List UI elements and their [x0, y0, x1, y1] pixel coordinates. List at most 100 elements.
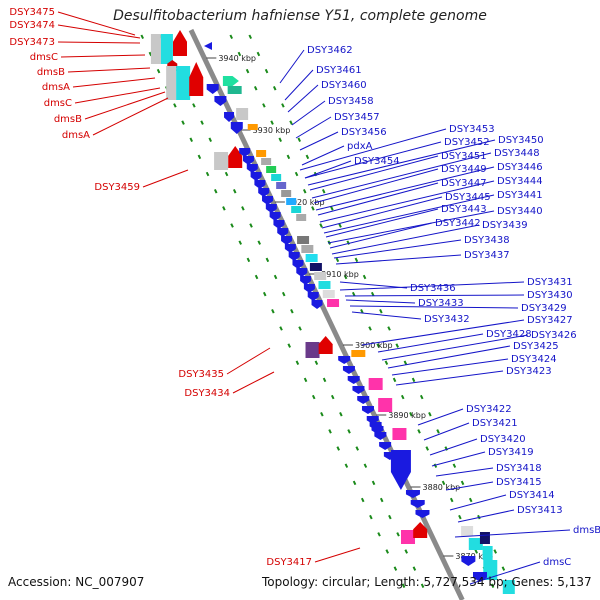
- gene-box: [176, 66, 191, 100]
- label-leader-line: [321, 196, 443, 229]
- gene-arrow-reverse: [415, 510, 430, 518]
- gene-box: [468, 538, 483, 550]
- gene-label-right: DSY3461: [316, 65, 362, 76]
- gene-arrow-reverse: [204, 42, 212, 50]
- gene-label-right: DSY3452: [444, 137, 490, 148]
- label-leader-line: [311, 152, 492, 199]
- label-leader-line: [60, 54, 146, 58]
- gene-arrow-reverse: [342, 366, 355, 374]
- label-layer: DSY3475DSY3474DSY3473dmsCdmsBdmsAdmsCdms…: [9, 7, 600, 568]
- gene-box: [296, 214, 307, 221]
- label-leader-line: [304, 141, 442, 179]
- gene-arrow-reverse: [230, 122, 243, 134]
- gene-label-right: DSY3443: [441, 204, 487, 215]
- label-leader-line: [307, 139, 496, 186]
- gene-label-right: DSY3456: [341, 127, 387, 138]
- gene-label-right: DSY3427: [527, 315, 573, 326]
- gene-arrow-reverse: [288, 252, 300, 261]
- scale-tick-label: 3930 kbp: [253, 126, 291, 135]
- gene-arrow-reverse: [265, 204, 277, 213]
- gene-arrow-reverse: [307, 292, 319, 301]
- label-leader-line: [304, 160, 352, 179]
- gene-box: [327, 299, 340, 307]
- scale-tick-label: 3910 kbp: [321, 270, 359, 279]
- label-leader-line: [313, 168, 439, 204]
- gene-label-right: DSY3425: [513, 341, 559, 352]
- gene-label-right: DSY3446: [497, 162, 543, 173]
- gene-arrow-reverse: [250, 172, 262, 181]
- label-leader-line: [57, 24, 141, 39]
- gene-label-right: DSY3429: [521, 303, 567, 314]
- gene-arrow-reverse: [206, 84, 219, 94]
- scale-tick-label: 3940 kbp: [218, 54, 256, 63]
- gene-arrow-reverse: [311, 300, 323, 309]
- gene-arrow-reverse: [292, 260, 304, 269]
- label-leader-line: [74, 87, 161, 104]
- gene-label-right: DSY3438: [464, 235, 510, 246]
- gene-label-right: DSY3415: [496, 477, 542, 488]
- gene-label-right: DSY3441: [497, 190, 543, 201]
- gene-box: [261, 158, 272, 165]
- gene-label-right: DSY3432: [424, 314, 470, 325]
- label-leader-line: [323, 194, 495, 234]
- gene-arrow-reverse: [281, 236, 293, 245]
- gene-label-right: DSY3451: [441, 151, 487, 162]
- gene-label-left: DSY3474: [9, 20, 55, 31]
- label-leader-line: [387, 345, 511, 369]
- label-leader-line: [445, 481, 494, 491]
- scale-tick-label: 3890 kbp: [388, 411, 426, 420]
- gene-label-right: DSY3428: [486, 329, 532, 340]
- gene-arrow-reverse: [300, 276, 312, 285]
- label-leader-line: [395, 370, 504, 386]
- leader-layer: [57, 11, 571, 585]
- label-leader-line: [361, 319, 525, 346]
- label-leader-line: [417, 408, 464, 426]
- gene-label-right: DSY3414: [509, 490, 555, 501]
- scale-tick-label: 3880 kbp: [423, 483, 461, 492]
- gene-arrow-reverse: [369, 422, 382, 430]
- gene-box: [291, 206, 302, 213]
- gene-arrow-reverse: [352, 386, 365, 394]
- gene-box: [392, 428, 407, 440]
- label-leader-line: [335, 254, 462, 265]
- gene-label-right: DSY3430: [527, 290, 573, 301]
- label-leader-line: [391, 358, 509, 376]
- gene-box: [256, 150, 267, 157]
- label-leader-line: [72, 77, 156, 88]
- feature-layer: [150, 30, 515, 594]
- gene-box: [401, 530, 415, 544]
- gene-label-left: dmsA: [42, 82, 70, 93]
- gene-arrow-reverse: [390, 450, 411, 490]
- label-leader-line: [299, 131, 339, 151]
- label-leader-line: [457, 509, 515, 523]
- gene-arrow-reverse: [405, 490, 420, 498]
- scale-tick-label: 3900 kbp: [355, 341, 393, 350]
- gene-box: [314, 272, 327, 280]
- label-leader-line: [232, 371, 275, 394]
- gene-label-right: DSY3421: [472, 418, 518, 429]
- gene-label-right: DSY3445: [445, 192, 491, 203]
- label-leader-line: [329, 222, 433, 249]
- gene-arrow-forward: [173, 30, 187, 56]
- gene-box: [322, 290, 335, 298]
- gene-arrow-reverse: [461, 556, 476, 566]
- page-title: Desulfitobacterium hafniense Y51, comple…: [113, 8, 487, 24]
- label-leader-line: [57, 11, 136, 36]
- gene-box: [378, 398, 393, 412]
- gene-label-right: DSY3433: [418, 298, 464, 309]
- gene-label-right: DSY3420: [480, 434, 526, 445]
- gene-box: [297, 236, 310, 244]
- label-leader-line: [291, 100, 326, 126]
- label-leader-line: [345, 299, 416, 304]
- gene-arrow-reverse: [361, 406, 374, 414]
- gene-box: [227, 86, 242, 94]
- gene-label-right: DSY3458: [328, 96, 374, 107]
- label-leader-line: [284, 69, 314, 101]
- label-leader-line: [339, 281, 408, 289]
- gene-label-right: DSY3453: [449, 124, 495, 135]
- label-leader-line: [351, 311, 422, 320]
- gene-label-right: DSY3460: [321, 80, 367, 91]
- label-leader-line: [279, 49, 305, 84]
- label-leader-line: [339, 281, 525, 291]
